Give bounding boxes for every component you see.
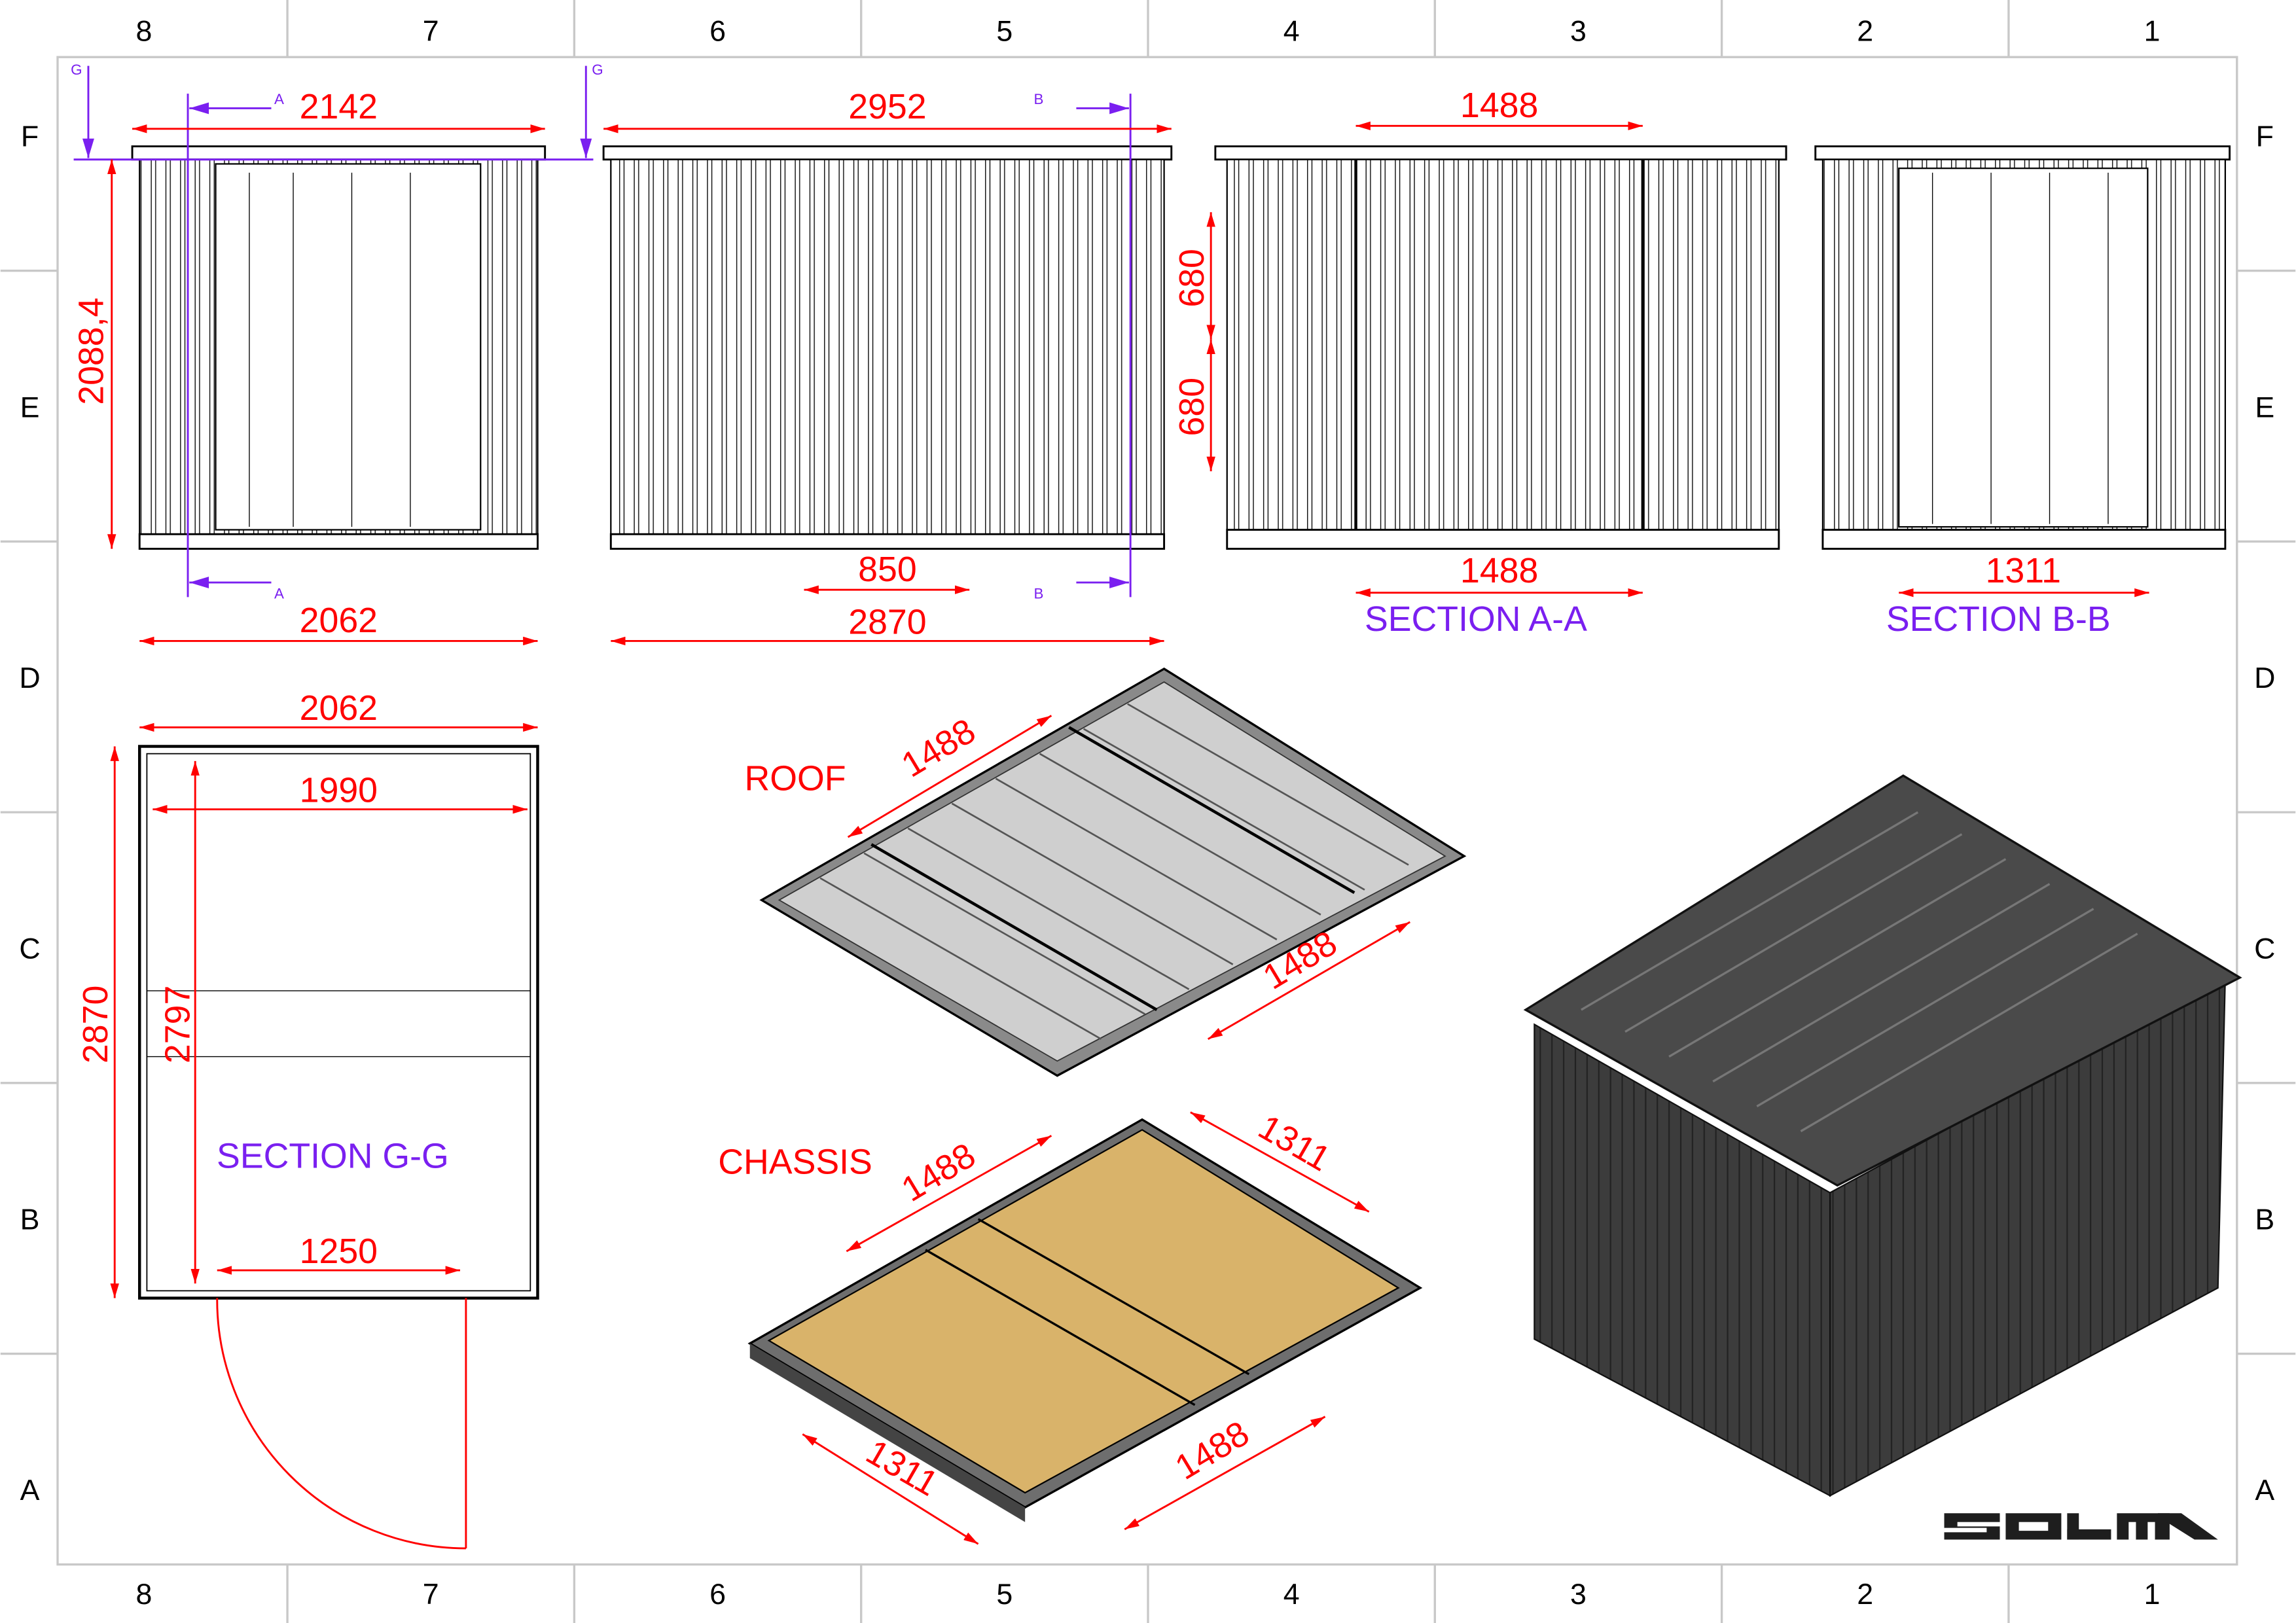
column-label: 2 (1857, 1578, 1873, 1611)
column-label: 4 (1283, 16, 1300, 48)
dimension-2062: 2062 (300, 601, 378, 640)
column-label: 5 (996, 1578, 1013, 1611)
dimension-680: 680 (1172, 249, 1211, 308)
dimension-2870: 2870 (76, 986, 115, 1063)
row-label: E (2255, 391, 2274, 423)
dimension-2797: 2797 (158, 986, 197, 1063)
row-label: D (19, 662, 40, 694)
dimension-2952: 2952 (848, 87, 926, 126)
section-a-a-label: SECTION A-A (1365, 599, 1587, 639)
dimension-1311: 1311 (1986, 551, 2061, 590)
row-label: A (20, 1474, 40, 1507)
front-view: G G A A 2142 2088,4 2062 (71, 62, 603, 646)
dimension-1488: 1488 (895, 1135, 982, 1209)
door-swing-arc (216, 1298, 466, 1550)
dimension-850: 850 (858, 550, 917, 589)
row-label: F (2256, 121, 2274, 153)
side-view: B B 2952 850 2870 (602, 87, 1173, 646)
container-isometric (1523, 774, 2242, 1497)
dimension-1488: 1488 (895, 711, 982, 785)
row-label: C (2254, 933, 2275, 965)
section-b-marker: B (1034, 91, 1044, 107)
column-label: 2 (1857, 16, 1873, 48)
chassis-isometric: 1488 1311 1311 1488 CHASSIS (718, 1107, 1423, 1545)
dimension-1488: 1488 (1168, 1414, 1255, 1488)
row-label: C (19, 933, 40, 965)
row-label: D (2254, 662, 2275, 694)
section-b-b-label: SECTION B-B (1886, 599, 2111, 639)
column-label: 6 (709, 1578, 726, 1611)
dimension-1250: 1250 (300, 1232, 378, 1271)
section-a-marker: A (274, 91, 284, 107)
row-label: B (20, 1204, 40, 1236)
roof-label: ROOF (745, 759, 846, 798)
section-g-marker: G (592, 62, 603, 78)
chassis-label: CHASSIS (718, 1142, 872, 1181)
dimension-1311: 1311 (1252, 1107, 1337, 1179)
column-label: 7 (423, 1578, 439, 1611)
row-label: A (2255, 1474, 2274, 1507)
dimension-1488: 1488 (1460, 551, 1538, 590)
section-b-b-view: 1311 SECTION B-B (1814, 145, 2231, 639)
column-label: 1 (2144, 16, 2161, 48)
column-label: 1 (2144, 1578, 2161, 1611)
column-label: 7 (423, 16, 439, 48)
column-label: 3 (1570, 1578, 1587, 1611)
dimension-1990: 1990 (300, 770, 378, 810)
dimension-2142: 2142 (300, 87, 378, 126)
dimension-1488: 1488 (1460, 86, 1538, 125)
section-g-g-plan: 2062 1990 2870 2797 1250 SECTION G-G (76, 688, 539, 1550)
column-label: 8 (135, 16, 152, 48)
column-label: 6 (709, 16, 726, 48)
column-label: 8 (135, 1578, 152, 1611)
section-g-marker: G (71, 62, 82, 78)
dimension-2088-4: 2088,4 (71, 298, 111, 405)
section-a-marker: A (274, 586, 284, 602)
section-a-a-view: 1488 680 680 1488 SECTION A-A (1172, 86, 1787, 639)
roof-isometric: 1488 1488 ROOF (745, 668, 1467, 1077)
solmha-logo (1944, 1513, 2218, 1540)
dimension-680: 680 (1172, 378, 1211, 437)
column-label: 5 (996, 16, 1013, 48)
row-label: B (2255, 1204, 2274, 1236)
section-g-g-label: SECTION G-G (217, 1137, 449, 1176)
dimension-2062: 2062 (300, 688, 378, 728)
section-b-marker: B (1034, 586, 1044, 602)
row-label: E (20, 391, 40, 423)
row-label: F (21, 121, 39, 153)
column-label: 3 (1570, 16, 1587, 48)
column-label: 4 (1283, 1578, 1300, 1611)
dimension-2870: 2870 (848, 602, 926, 641)
